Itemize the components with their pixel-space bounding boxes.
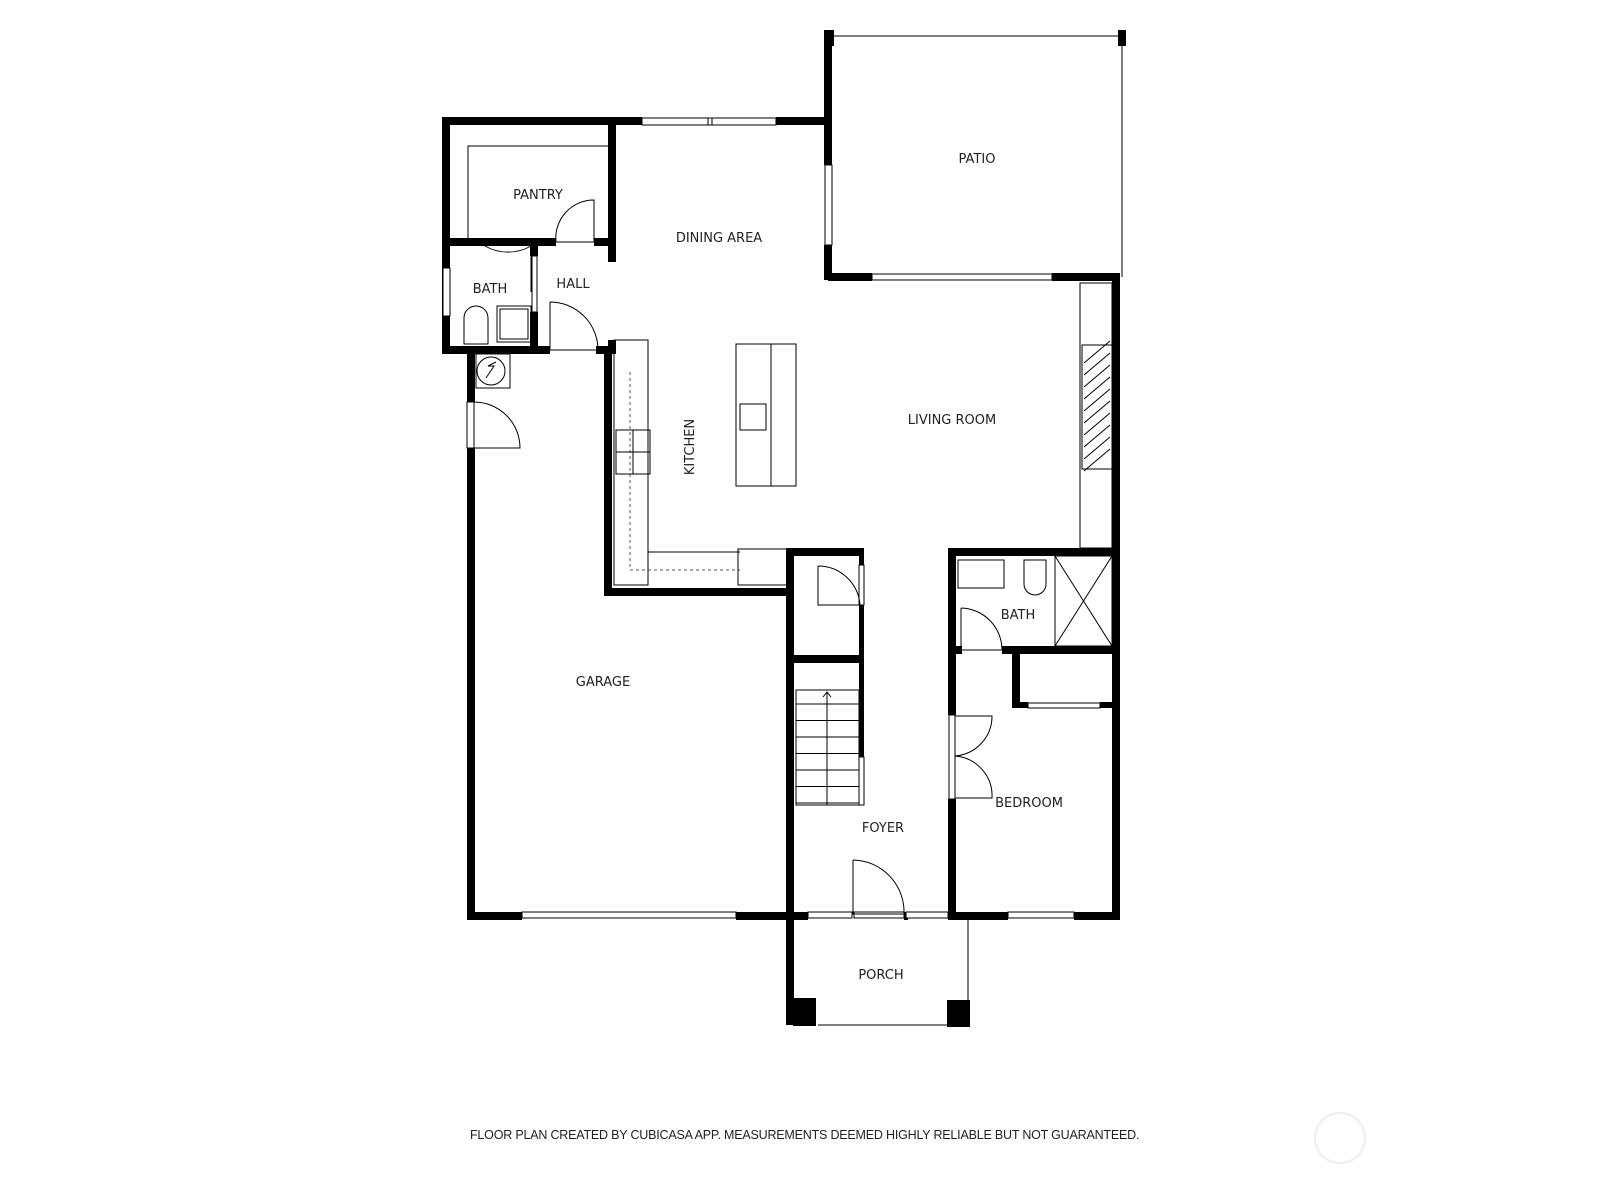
wall-segment bbox=[604, 350, 612, 596]
patio-outline bbox=[828, 30, 1126, 277]
wall-segment bbox=[736, 912, 808, 920]
label-bath-small: BATH bbox=[473, 282, 508, 297]
wall-segment bbox=[786, 548, 864, 556]
wall-segment bbox=[824, 30, 832, 165]
fireplace-hatch bbox=[1083, 436, 1111, 460]
wall-segment bbox=[1074, 912, 1120, 920]
label-garage: GARAGE bbox=[576, 675, 630, 690]
wall-segment bbox=[604, 588, 794, 596]
doors bbox=[473, 199, 1003, 915]
wall-segment bbox=[608, 117, 616, 262]
label-bedroom: BEDROOM bbox=[995, 796, 1063, 811]
fireplace-hatch bbox=[1083, 376, 1111, 400]
wall-segment bbox=[1052, 273, 1120, 281]
wall-segment bbox=[467, 350, 475, 402]
label-kitchen: KITCHEN bbox=[683, 419, 698, 475]
wall-segment bbox=[828, 273, 872, 281]
wall-segment bbox=[1002, 646, 1118, 654]
wall-segment bbox=[442, 117, 642, 125]
label-pantry: PANTRY bbox=[513, 188, 563, 203]
wall-segment bbox=[786, 548, 794, 1025]
fireplace-hatch bbox=[1083, 340, 1111, 364]
watermark-logo bbox=[1314, 1112, 1366, 1164]
fireplace-hatch bbox=[1083, 352, 1111, 376]
walls bbox=[442, 30, 1120, 1025]
fireplace-hatch bbox=[1083, 364, 1111, 388]
fireplace-hatch bbox=[1083, 400, 1111, 424]
wall-segment bbox=[859, 548, 864, 565]
wall-segment bbox=[776, 117, 832, 125]
wall-segment bbox=[948, 912, 1008, 920]
wall-segment bbox=[608, 340, 616, 350]
wall-segment bbox=[530, 312, 538, 354]
fixtures bbox=[463, 145, 1113, 1027]
label-hall: HALL bbox=[556, 277, 590, 292]
wall-segment bbox=[824, 245, 832, 280]
disclaimer-footer: FLOOR PLAN CREATED BY CUBICASA APP. MEAS… bbox=[470, 1128, 1140, 1142]
label-foyer: FOYER bbox=[862, 821, 904, 836]
wall-segment bbox=[1012, 646, 1020, 708]
label-porch: PORCH bbox=[858, 968, 903, 983]
wall-segment bbox=[948, 548, 1118, 556]
wall-segment bbox=[467, 448, 475, 920]
fireplace-hatch bbox=[1083, 424, 1111, 448]
wall-segment bbox=[1112, 273, 1120, 920]
wall-segment bbox=[467, 912, 522, 920]
label-dining-area: DINING AREA bbox=[676, 231, 762, 246]
fireplace-hatch bbox=[1083, 412, 1111, 436]
wall-segment bbox=[1100, 702, 1116, 708]
wall-segment bbox=[859, 605, 864, 757]
wall-segment bbox=[1012, 702, 1028, 708]
fireplace-hatch bbox=[1083, 448, 1111, 472]
wall-segment bbox=[948, 548, 956, 715]
wall-segment bbox=[786, 655, 864, 663]
wall-segment bbox=[442, 346, 550, 354]
wall-segment bbox=[530, 238, 538, 256]
wall-segment bbox=[948, 799, 956, 920]
windows bbox=[442, 117, 1101, 919]
label-bath-main: BATH bbox=[1001, 608, 1036, 623]
room-labels: PANTRY DINING AREA PATIO BATH HALL KITCH… bbox=[473, 152, 1063, 983]
fireplace-hatch bbox=[1083, 388, 1111, 412]
wall-segment bbox=[952, 646, 962, 654]
wall-segment bbox=[442, 117, 450, 354]
label-patio: PATIO bbox=[959, 152, 996, 167]
label-living-room: LIVING ROOM bbox=[908, 413, 996, 428]
